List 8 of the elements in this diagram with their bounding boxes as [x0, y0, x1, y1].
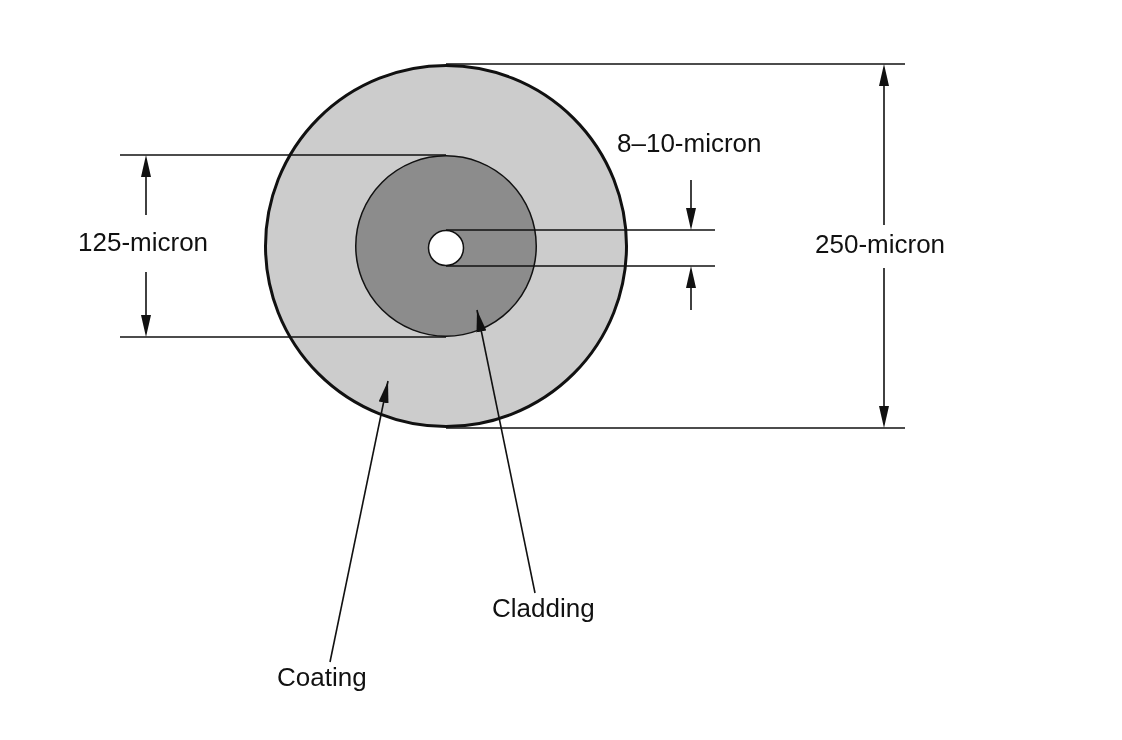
leader-line: [329, 380, 389, 663]
part-label: Coating: [277, 662, 367, 692]
dimension-label: 250-micron: [815, 229, 946, 259]
dimension-label: 8–10-micron: [617, 128, 762, 158]
cladding-layer: [355, 155, 537, 337]
leader-line: [476, 309, 536, 594]
part-label: Cladding: [492, 593, 595, 623]
dimension-label: 125-micron: [78, 227, 209, 257]
